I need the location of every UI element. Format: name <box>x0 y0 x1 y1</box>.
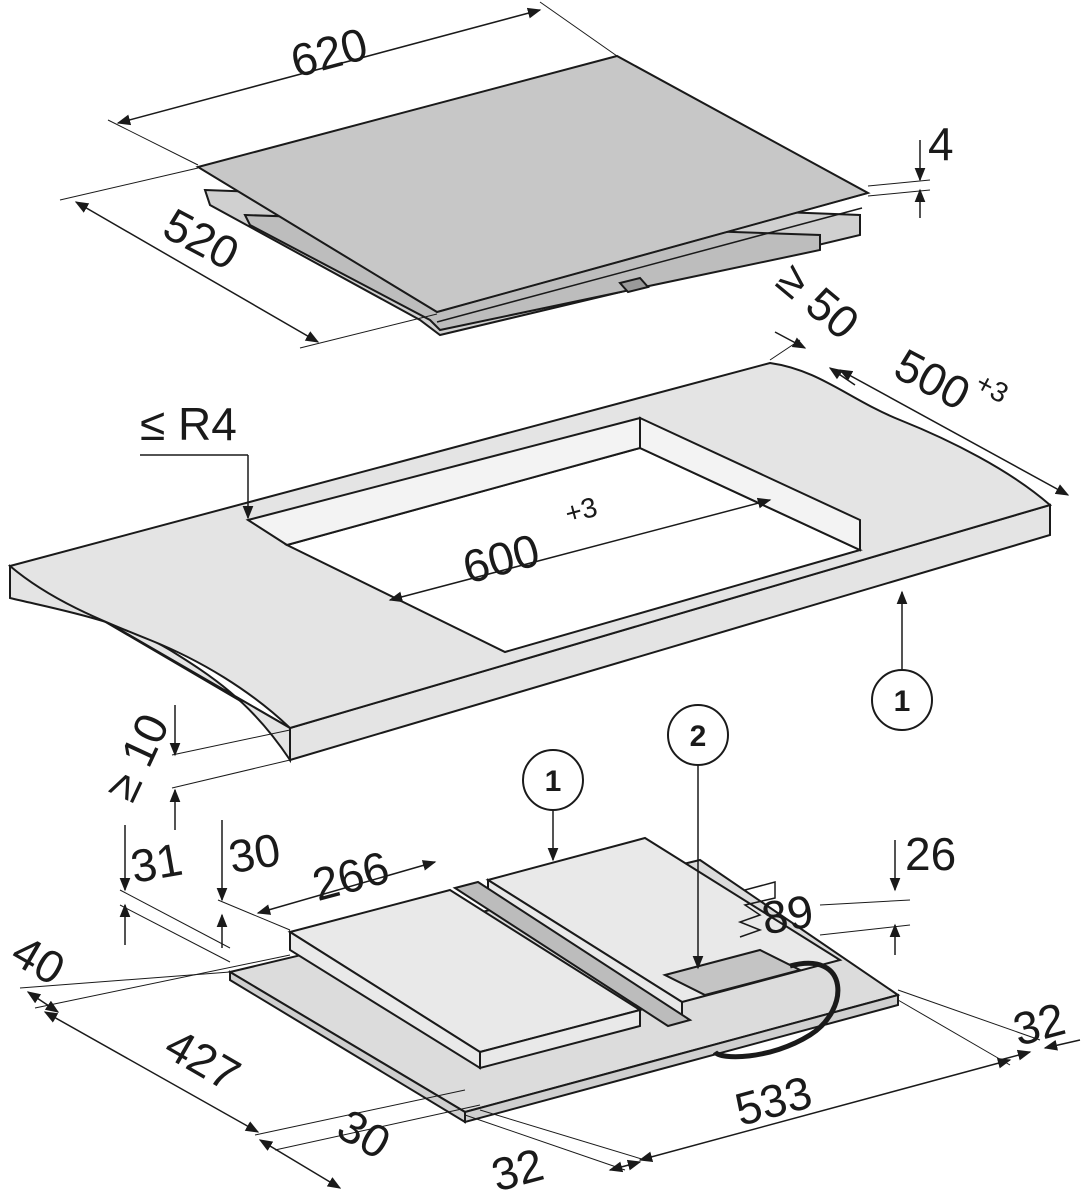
dim-32-right-group: 32 <box>897 989 1081 1061</box>
dim-32-bottom-label: 32 <box>486 1138 549 1200</box>
dim-266-label: 266 <box>307 841 395 911</box>
underside-centre-rail <box>452 880 693 1028</box>
dim-32-bottom-group: 32 <box>464 1109 646 1200</box>
dim-50-label: ≥ 50 <box>767 252 869 349</box>
callout-1-underside-label: 1 <box>545 765 562 798</box>
dim-427-label: 427 <box>157 1018 249 1101</box>
callout-2-label: 2 <box>690 720 707 753</box>
dim-10-group: ≥ 10 <box>94 705 291 830</box>
dim-500-label: 500 <box>886 338 978 420</box>
dim-r4-label: ≤ R4 <box>140 398 237 450</box>
dim-10-label: ≥ 10 <box>94 706 179 809</box>
connection-cable <box>712 960 841 1060</box>
dim-30-top-group: 30 <box>216 820 291 948</box>
dim-427-group: 427 <box>43 1011 260 1133</box>
dim-4-group: 4 <box>867 118 954 218</box>
callout-1-underside: 1 <box>522 749 584 862</box>
callout-1-worktop-label: 1 <box>894 685 911 718</box>
dim-32-right-label: 32 <box>1008 992 1071 1055</box>
callout-1-worktop: 1 <box>871 590 933 731</box>
dim-r4-group: ≤ R4 <box>140 398 254 520</box>
dim-4-label: 4 <box>928 118 954 170</box>
hob-connector <box>618 276 650 294</box>
dim-89-group: 89 <box>737 881 817 944</box>
dim-30-top-label: 30 <box>225 823 284 883</box>
callout-2: 2 <box>667 704 729 970</box>
top-hob-group <box>195 54 871 337</box>
dim-31-group: 31 <box>119 825 231 963</box>
dim-89-label: 89 <box>758 884 817 944</box>
dim-620-label: 620 <box>285 17 373 87</box>
dim-31-label: 31 <box>127 833 186 893</box>
dim-26-label: 26 <box>905 828 956 880</box>
hob-glass-top <box>195 54 871 314</box>
dim-533-label: 533 <box>730 1066 818 1136</box>
connection-box <box>662 948 803 997</box>
dim-26-group: 26 <box>819 828 956 955</box>
dim-30-bottom-label: 30 <box>329 1099 399 1170</box>
